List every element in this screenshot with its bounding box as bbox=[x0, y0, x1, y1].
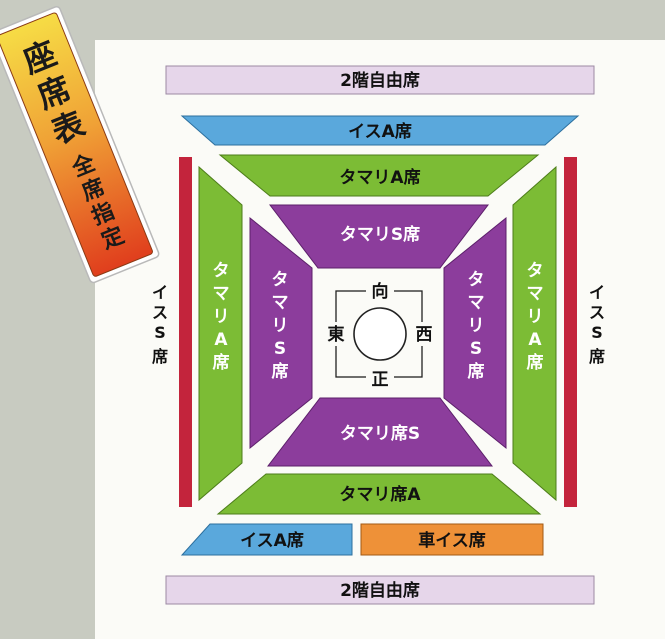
ring-label-south: 正 bbox=[372, 370, 389, 390]
seat-char: タ bbox=[527, 261, 544, 281]
seat-char: 席 bbox=[527, 352, 544, 373]
seat-block-tamari-s-right[interactable]: タ マ リ S 席 bbox=[443, 216, 507, 450]
seat-block-tamari-a-left[interactable]: タ マ リ A 席 bbox=[198, 165, 243, 502]
seat-char: 席 bbox=[152, 347, 168, 366]
seat-block-isu-s-right[interactable] bbox=[564, 157, 577, 507]
ring-label-north: 向 bbox=[372, 281, 389, 302]
label-isu-s-left: イ ス S 席 bbox=[152, 283, 168, 366]
seat-block-tamari-a-top[interactable]: タマリA席 bbox=[218, 154, 540, 197]
seat-char: リ bbox=[213, 307, 230, 327]
seat-char: 席 bbox=[213, 352, 230, 373]
seat-block-isu-s-left[interactable] bbox=[179, 157, 192, 507]
seat-label-tamari-a-bottom: タマリ席A bbox=[339, 484, 421, 505]
seat-char: リ bbox=[527, 307, 544, 327]
ring-circle bbox=[353, 307, 407, 361]
seat-label-tamari-s-top: タマリS席 bbox=[340, 224, 420, 245]
seat-label-wheelchair: 車イス席 bbox=[418, 530, 486, 551]
seat-char: A bbox=[214, 330, 228, 350]
seat-block-2f-top[interactable]: 2階自由席 bbox=[165, 65, 595, 95]
dohyo-ring: 向 正 東 西 bbox=[324, 281, 434, 390]
seat-label-tamari-s-bottom: タマリ席S bbox=[340, 423, 420, 444]
seat-char: イ bbox=[589, 283, 605, 302]
seat-char: タ bbox=[272, 270, 289, 290]
seat-char: A bbox=[528, 330, 542, 350]
seat-label-isu-a-top: イスA席 bbox=[348, 121, 412, 142]
seat-char: ス bbox=[589, 303, 605, 322]
seat-char: マ bbox=[213, 284, 230, 304]
seat-block-2f-bottom[interactable]: 2階自由席 bbox=[165, 575, 595, 605]
seat-block-tamari-a-right[interactable]: タ マ リ A 席 bbox=[512, 165, 557, 502]
seat-char: リ bbox=[468, 316, 485, 336]
seat-label-tamari-a-top: タマリA席 bbox=[339, 167, 420, 188]
seat-block-isu-a-top[interactable]: イスA席 bbox=[180, 115, 580, 146]
seat-char: S bbox=[274, 339, 286, 359]
seat-label-2f-top: 2階自由席 bbox=[340, 70, 420, 91]
seat-char: タ bbox=[213, 261, 230, 281]
seat-char: マ bbox=[468, 293, 485, 313]
title-badge: 座 席 表 全 席 指 定 bbox=[0, 6, 160, 284]
seat-block-tamari-s-left[interactable]: タ マ リ S 席 bbox=[249, 216, 313, 450]
seat-block-wheelchair[interactable]: 車イス席 bbox=[360, 523, 544, 556]
ring-label-east: 東 bbox=[328, 324, 345, 345]
seat-char: 席 bbox=[589, 347, 605, 366]
seat-block-isu-a-bottom[interactable]: イスA席 bbox=[180, 523, 353, 556]
seat-char: S bbox=[470, 339, 482, 359]
seat-block-tamari-s-top[interactable]: タマリS席 bbox=[268, 204, 490, 269]
seat-label-isu-a-bottom: イスA席 bbox=[240, 530, 304, 551]
seat-char: マ bbox=[272, 293, 289, 313]
seat-char: マ bbox=[527, 284, 544, 304]
seat-char: リ bbox=[272, 316, 289, 336]
seat-char: イ bbox=[152, 283, 168, 302]
seat-char: 席 bbox=[272, 361, 289, 382]
seat-char: S bbox=[154, 323, 166, 342]
seat-block-tamari-s-bottom[interactable]: タマリ席S bbox=[266, 397, 494, 467]
seat-char: S bbox=[591, 323, 603, 342]
ring-label-west: 西 bbox=[416, 325, 433, 345]
seat-label-2f-bottom: 2階自由席 bbox=[340, 580, 420, 601]
seat-char: タ bbox=[468, 270, 485, 290]
label-isu-s-right: イ ス S 席 bbox=[589, 283, 605, 366]
seat-char: 席 bbox=[468, 361, 485, 382]
seat-block-tamari-a-bottom[interactable]: タマリ席A bbox=[216, 473, 542, 515]
seat-char: ス bbox=[152, 303, 168, 322]
